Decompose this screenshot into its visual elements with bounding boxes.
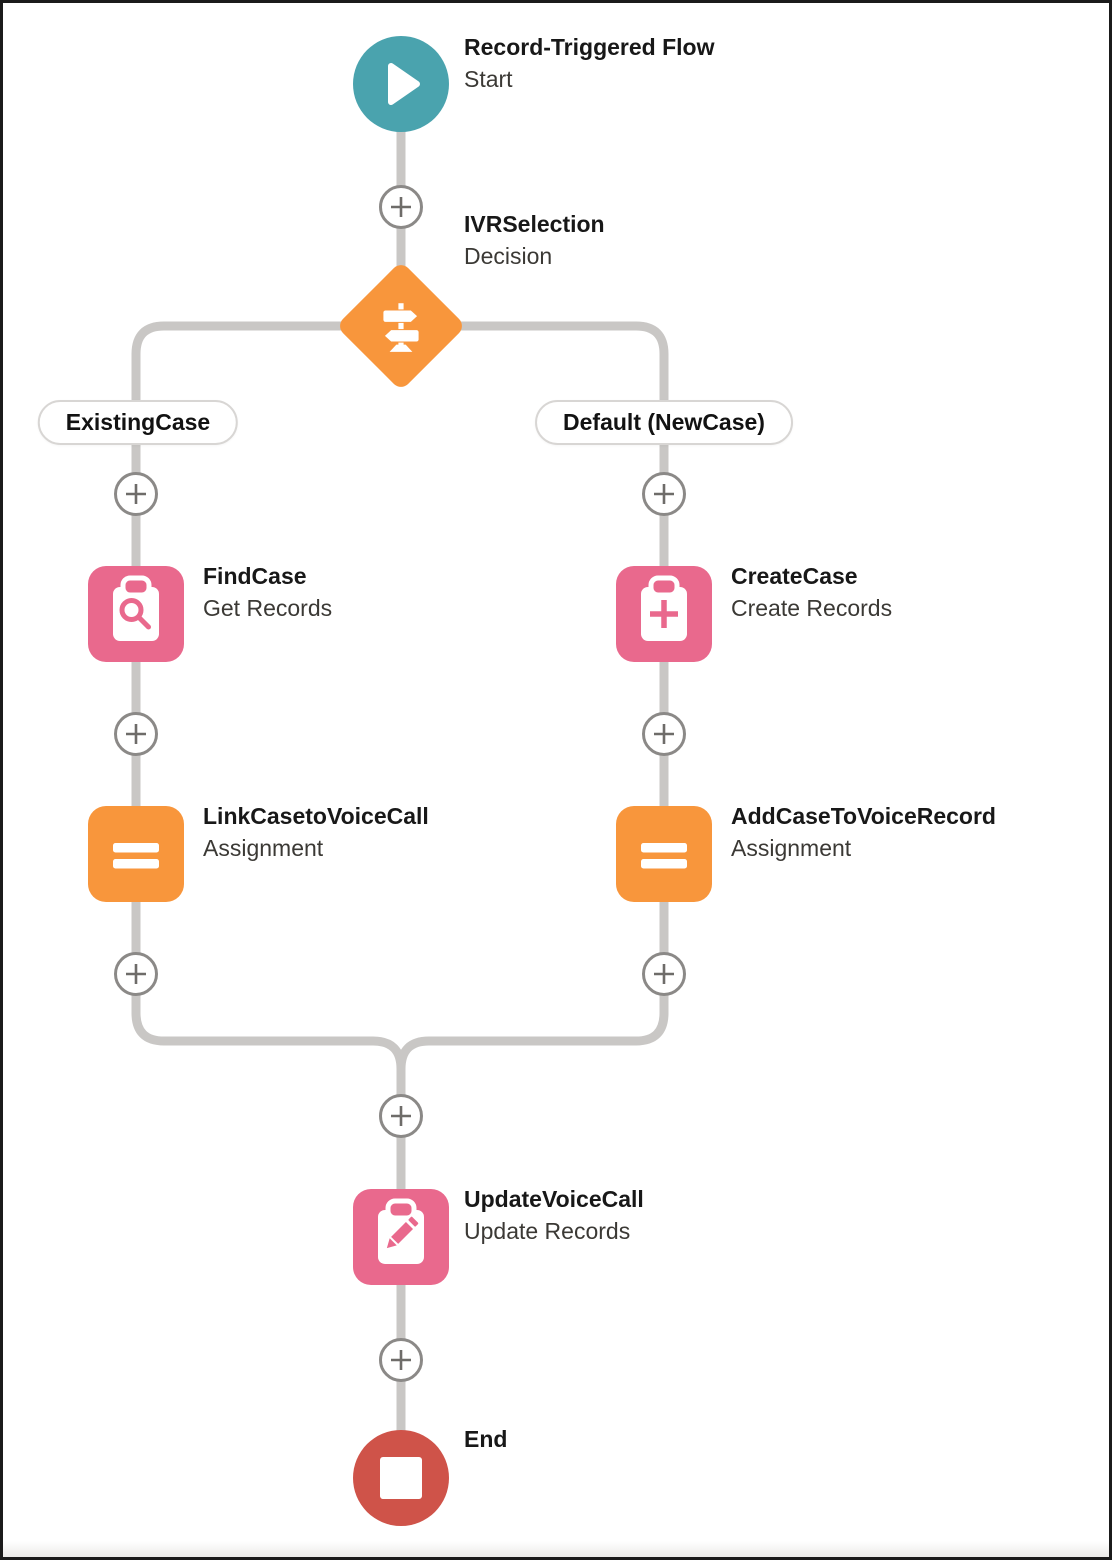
signpost-icon [383, 303, 419, 352]
plus-icon [126, 484, 146, 504]
branch-label-default-newcase[interactable]: Default (NewCase) [535, 400, 793, 445]
decision-subtitle: Decision [464, 243, 553, 269]
linkcasetovoicecall-subtitle: Assignment [203, 835, 324, 861]
updatevoicecall-subtitle: Update Records [464, 1218, 631, 1244]
edge-left-branch [131, 321, 406, 1436]
add-element-button[interactable] [642, 952, 686, 996]
findcase-label: FindCase Get Records [203, 560, 332, 624]
decision-title: IVRSelection [464, 211, 605, 237]
clipboard-search-icon [113, 575, 159, 641]
linkcasetovoicecall-title: LinkCasetoVoiceCall [203, 803, 429, 829]
add-element-button[interactable] [114, 712, 158, 756]
add-element-button[interactable] [114, 472, 158, 516]
createcase-title: CreateCase [731, 563, 858, 589]
createcase-subtitle: Create Records [731, 595, 893, 621]
add-element-button[interactable] [114, 952, 158, 996]
equals-icon [113, 843, 159, 869]
updatevoicecall-title: UpdateVoiceCall [464, 1186, 644, 1212]
plus-icon [654, 964, 674, 984]
decision-label: IVRSelection Decision [464, 208, 605, 272]
plus-icon [126, 724, 146, 744]
updatevoicecall-label: UpdateVoiceCall Update Records [464, 1183, 644, 1247]
start-title: Record-Triggered Flow [464, 34, 715, 60]
end-label: End [464, 1423, 507, 1455]
play-icon [388, 63, 420, 105]
addcasetovoicerecord-title: AddCaseToVoiceRecord [731, 803, 996, 829]
findcase-title: FindCase [203, 563, 307, 589]
stop-icon [380, 1457, 422, 1499]
flow-node-start[interactable] [353, 36, 449, 132]
end-title: End [464, 1426, 508, 1452]
add-element-button[interactable] [379, 1094, 423, 1138]
branch-label-existingcase[interactable]: ExistingCase [37, 400, 239, 445]
flow-node-updatevoicecall[interactable] [353, 1189, 449, 1285]
addcasetovoicerecord-label: AddCaseToVoiceRecord Assignment [731, 800, 996, 864]
clipboard-pencil-icon [378, 1198, 424, 1264]
flow-node-linkcasetovoicecall[interactable] [88, 806, 184, 902]
clipboard-add-icon [641, 575, 687, 641]
add-element-button[interactable] [642, 712, 686, 756]
plus-icon [654, 724, 674, 744]
flow-node-end[interactable] [353, 1430, 449, 1526]
plus-icon [391, 197, 411, 217]
createcase-label: CreateCase Create Records [731, 560, 892, 624]
plus-icon [126, 964, 146, 984]
flow-node-decision[interactable] [335, 260, 467, 392]
plus-icon [391, 1106, 411, 1126]
plus-icon [654, 484, 674, 504]
edge-right-branch [396, 321, 669, 1074]
flow-node-addcasetovoicerecord[interactable] [616, 806, 712, 902]
add-element-button[interactable] [379, 1338, 423, 1382]
flow-node-createcase[interactable] [616, 566, 712, 662]
equals-icon [641, 843, 687, 869]
add-element-button[interactable] [642, 472, 686, 516]
add-element-button[interactable] [379, 185, 423, 229]
start-label: Record-Triggered Flow Start [464, 31, 714, 95]
flow-node-findcase[interactable] [88, 566, 184, 662]
findcase-subtitle: Get Records [203, 595, 333, 621]
plus-icon [391, 1350, 411, 1370]
addcasetovoicerecord-subtitle: Assignment [731, 835, 852, 861]
linkcasetovoicecall-label: LinkCasetoVoiceCall Assignment [203, 800, 429, 864]
start-subtitle: Start [464, 66, 513, 92]
